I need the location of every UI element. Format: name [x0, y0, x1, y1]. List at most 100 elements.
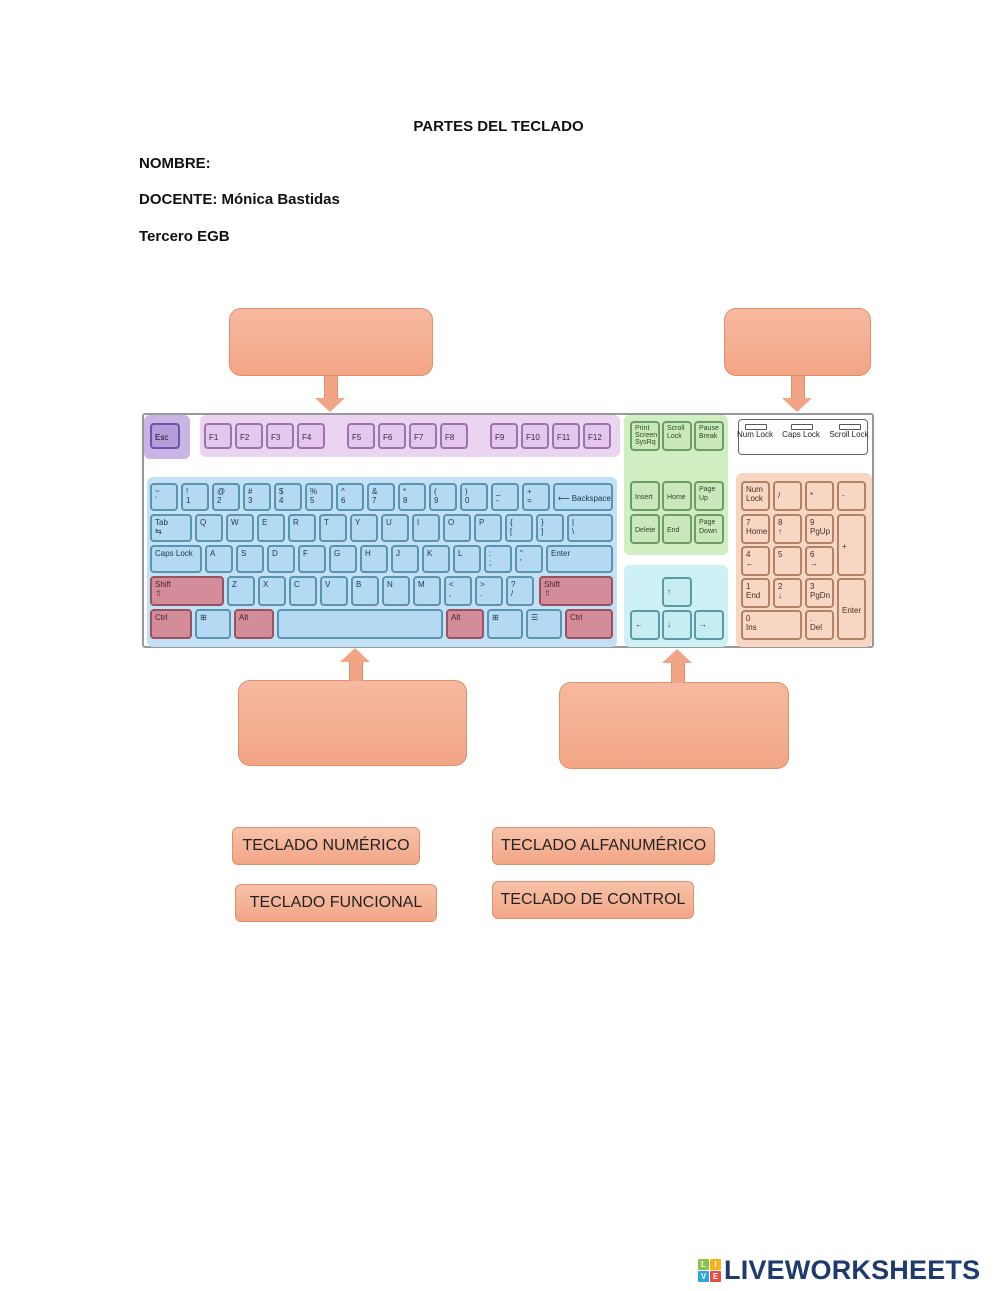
- option-teclado-alfanumerico[interactable]: TECLADO ALFANUMÉRICO: [492, 827, 715, 865]
- key-space: [277, 609, 443, 639]
- key: # 3: [243, 483, 271, 511]
- key-pause: Pause Break: [694, 421, 724, 451]
- key: ! 1: [181, 483, 209, 511]
- key-enter: Enter: [546, 545, 613, 573]
- key-num-6: 6 →: [805, 546, 834, 576]
- key: X: [258, 576, 286, 606]
- key-num-1: 1 End: [741, 578, 770, 608]
- key: N: [382, 576, 410, 606]
- key: D: [267, 545, 295, 573]
- key: V: [320, 576, 348, 606]
- key: T: [319, 514, 347, 542]
- teacher-label: DOCENTE: Mónica Bastidas: [139, 191, 340, 208]
- key-f4: F4: [297, 423, 325, 449]
- key-num-divide: /: [773, 481, 802, 511]
- key-f5: F5: [347, 423, 375, 449]
- key-shift-right: Shift ⇧: [539, 576, 613, 606]
- key: ~ `: [150, 483, 178, 511]
- key-num-3: 3 PgDn: [805, 578, 834, 608]
- key: O: [443, 514, 471, 542]
- key-num-8: 8 ↑: [773, 514, 802, 544]
- key: Z: [227, 576, 255, 606]
- arrow-up-icon: [340, 648, 370, 681]
- key: K: [422, 545, 450, 573]
- key: " ': [515, 545, 543, 573]
- key: J: [391, 545, 419, 573]
- key: U: [381, 514, 409, 542]
- option-teclado-funcional[interactable]: TECLADO FUNCIONAL: [235, 884, 437, 922]
- key-num-7: 7 Home: [741, 514, 770, 544]
- key-f1: F1: [204, 423, 232, 449]
- option-teclado-numerico[interactable]: TECLADO NUMÉRICO: [232, 827, 420, 865]
- key-num-decimal: . Del: [805, 610, 834, 640]
- key: L: [453, 545, 481, 573]
- key-home: Home: [662, 481, 692, 511]
- key-end: End: [662, 514, 692, 544]
- key-page-down: Page Down: [694, 514, 724, 544]
- key-f12: F12: [583, 423, 611, 449]
- key: : ;: [484, 545, 512, 573]
- key-arrow-down: ↓: [662, 610, 692, 640]
- key: M: [413, 576, 441, 606]
- key: E: [257, 514, 285, 542]
- key-num-4: 4 ←: [741, 546, 770, 576]
- key: { [: [505, 514, 533, 542]
- key-f8: F8: [440, 423, 468, 449]
- key: B: [351, 576, 379, 606]
- key-tab: Tab ⇆: [150, 514, 192, 542]
- arrow-up-icon: [662, 649, 692, 683]
- keyboard-diagram: Esc F1 F2 F3 F4 F5 F6 F7 F8 F9 F10 F11 F…: [142, 413, 874, 648]
- logo-text: LIVEWORKSHEETS: [724, 1254, 981, 1285]
- key: _ -: [491, 483, 519, 511]
- indicator-caps-lock: Caps Lock: [782, 430, 820, 439]
- key: H: [360, 545, 388, 573]
- key-ctrl-left: Ctrl: [150, 609, 192, 639]
- key: P: [474, 514, 502, 542]
- key: } ]: [536, 514, 564, 542]
- key-arrow-left: ←: [630, 610, 660, 640]
- key-ctrl-right: Ctrl: [565, 609, 613, 639]
- key: Y: [350, 514, 378, 542]
- indicator-scroll-lock: Scroll Lock: [829, 430, 869, 439]
- key: ^ 6: [336, 483, 364, 511]
- answer-box-bottom-left[interactable]: [238, 680, 467, 766]
- answer-box-top-right[interactable]: [724, 308, 871, 376]
- key-windows: ⊞: [487, 609, 523, 639]
- key: Q: [195, 514, 223, 542]
- key: % 5: [305, 483, 333, 511]
- key-page-up: Page Up: [694, 481, 724, 511]
- key-num-lock: Num Lock: [741, 481, 770, 511]
- answer-box-bottom-right[interactable]: [559, 682, 789, 769]
- key: | \: [567, 514, 613, 542]
- key-insert: Insert: [630, 481, 660, 511]
- key-windows: ⊞: [195, 609, 231, 639]
- key-alt-left: Alt: [234, 609, 274, 639]
- key-num-multiply: *: [805, 481, 834, 511]
- key-num-plus: +: [837, 514, 866, 576]
- key-delete: Delete: [630, 514, 660, 544]
- key-num-9: 9 PgUp: [805, 514, 834, 544]
- key-f7: F7: [409, 423, 437, 449]
- key-f10: F10: [521, 423, 549, 449]
- answer-box-top-left[interactable]: [229, 308, 433, 376]
- option-teclado-de-control[interactable]: TECLADO DE CONTROL: [492, 881, 694, 919]
- key-num-0: 0 Ins: [741, 610, 802, 640]
- logo-badge-icon: L I V E: [698, 1258, 721, 1282]
- key: S: [236, 545, 264, 573]
- key-num-5: 5: [773, 546, 802, 576]
- key-esc: Esc: [150, 423, 180, 449]
- key: C: [289, 576, 317, 606]
- key: G: [329, 545, 357, 573]
- key-f6: F6: [378, 423, 406, 449]
- key: $ 4: [274, 483, 302, 511]
- key: * 8: [398, 483, 426, 511]
- liveworksheets-logo: L I V E LIVEWORKSHEETS: [698, 1254, 981, 1285]
- page-title: PARTES DEL TECLADO: [413, 118, 584, 135]
- key-num-minus: -: [837, 481, 866, 511]
- key-f3: F3: [266, 423, 294, 449]
- key-shift-left: Shift ⇧: [150, 576, 224, 606]
- led-icon: [745, 424, 767, 430]
- arrow-down-icon: [782, 376, 812, 412]
- key: < ,: [444, 576, 472, 606]
- key: ( 9: [429, 483, 457, 511]
